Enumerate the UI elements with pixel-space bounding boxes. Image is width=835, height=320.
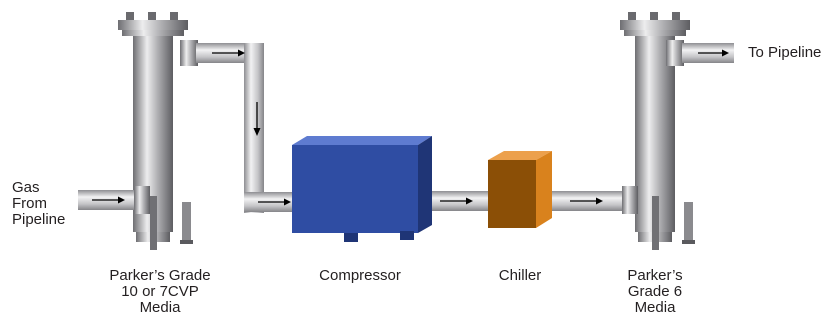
filter-housing-2 bbox=[620, 12, 695, 250]
chiller-unit bbox=[488, 151, 552, 228]
right-arrow-icon bbox=[440, 197, 473, 205]
right-arrow-icon bbox=[212, 49, 245, 57]
filter-1-label: Parker’s Grade 10 or 7CVP Media bbox=[109, 267, 211, 316]
right-arrow-icon bbox=[698, 49, 729, 57]
right-arrow-icon bbox=[258, 198, 291, 206]
chiller-label: Chiller bbox=[498, 267, 542, 284]
compressor-label: Compressor bbox=[319, 267, 401, 284]
compressor-unit bbox=[292, 136, 432, 242]
filter-2-label: Parker’s Grade 6 Media bbox=[627, 267, 683, 316]
right-arrow-icon bbox=[570, 197, 603, 205]
right-arrow-icon bbox=[92, 196, 125, 204]
gas-from-pipeline-label: Gas From Pipeline bbox=[12, 179, 66, 228]
to-pipeline-label: To Pipeline bbox=[748, 44, 822, 61]
down-arrow-icon bbox=[253, 102, 261, 136]
